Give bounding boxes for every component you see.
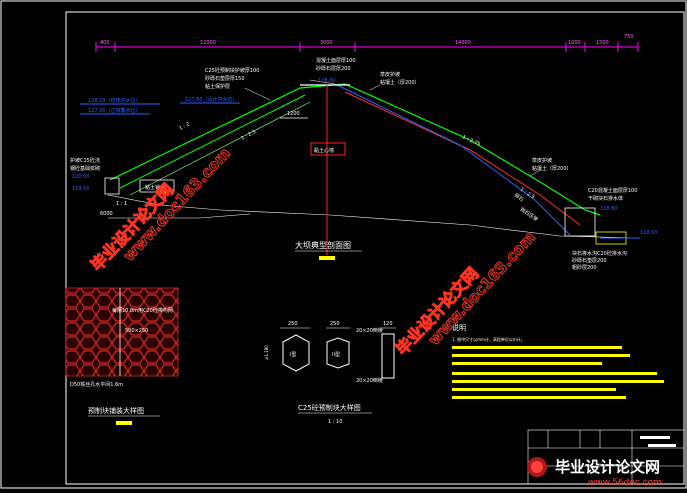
logo-url: www.56doc.com	[588, 478, 662, 488]
section-scale-bar	[319, 256, 335, 260]
notes-line-1: 1. 图中尺寸以mm计，高程单位以m计。	[452, 336, 525, 342]
block-dim-2: 250	[330, 321, 340, 327]
label-sand-layer: 砂砾石垫层厚150	[205, 75, 245, 82]
label-c25-slab: C25砼预制块护坡厚100	[205, 67, 259, 74]
hex-note-1: 每隔10.0m用C20砼带构网	[112, 307, 173, 314]
label-crest-1: 混凝土面层厚100	[316, 57, 356, 64]
site-logo: 毕业设计论文网 www.56doc.com	[527, 457, 662, 488]
label-toe-down-1: C20混凝土面层厚100	[588, 187, 637, 194]
label-slope-3: 1 : 2.75	[461, 134, 481, 147]
dim-top-4: 14000	[455, 40, 471, 46]
dim-top-5: 1000	[568, 40, 581, 46]
top-dimension-chain: 400 12000 3000 14000 1000 1500 750	[95, 34, 639, 52]
logo-text: 毕业设计论文网	[555, 458, 660, 476]
dim-top-2: 12000	[200, 40, 216, 46]
label-toe-up-2: 钢砼基础浆砌	[70, 165, 100, 172]
block-title: C25砼预制块大样图	[298, 403, 361, 412]
label-grass-a2: 粘壤土（厚200）	[380, 79, 420, 86]
dim-top-6: 1500	[596, 40, 609, 46]
block-dim-1: 250	[288, 321, 298, 327]
dam-section	[80, 79, 641, 255]
label-tailwater-elev: 118.00	[640, 230, 658, 236]
block-chamfer-1: 20×20倒棱	[356, 327, 383, 334]
label-berm-mid-1: 抛石压坡	[519, 206, 540, 223]
label-toe-up-1: 护坡C15砼浇	[70, 157, 100, 164]
label-normal-level: 127.30（正常蓄水位）	[88, 107, 141, 114]
label-toe-down-2: 干砌块石排水体	[588, 195, 623, 202]
block-scale: 1 : 10	[328, 419, 342, 425]
label-clay-block: 粘土铺盖	[145, 184, 165, 191]
notes-block: 说明 1. 图中尺寸以mm计，高程单位以m计。	[452, 323, 664, 399]
label-grass-a1: 草皮护坡	[380, 71, 400, 78]
label-crest-2: 砂砾石层厚200	[316, 65, 351, 72]
block-type-2: II型	[332, 351, 340, 358]
title-block	[527, 429, 685, 485]
dam-labels: C25砼预制块护坡厚100 砂砾石垫层厚150 粘土保护层 混凝土面层厚100 …	[70, 57, 658, 271]
label-toe-up-elev1: 120.00	[72, 174, 90, 180]
dim-top-3: 3000	[320, 40, 333, 46]
dim-top-1: 400	[100, 40, 110, 46]
label-toe-down-elev: 118.80	[600, 206, 618, 212]
label-grass-b1: 草皮护坡	[532, 157, 552, 164]
label-drain-1: 块石排水沟C20砼排水沟	[572, 250, 627, 257]
label-drain-2: 砂砾石垫层200	[572, 257, 607, 264]
label-toe-up-elev2: 119.50	[72, 186, 90, 192]
label-slope-2: 1 : 2.5	[240, 129, 257, 142]
label-flood-level: 128.20（校核洪水位）	[88, 97, 141, 104]
label-berm-width: 1200	[287, 111, 300, 117]
label-base-width: 6000	[100, 211, 113, 217]
watermark-url-1: www.doc163.com	[120, 144, 234, 265]
inner-frame	[65, 11, 685, 485]
label-soil-layer: 粘土保护层	[205, 83, 230, 90]
block-side: ≥1.180	[264, 345, 269, 360]
label-core: 黏土心墙	[314, 147, 334, 154]
label-design-level: 127.80（设计洪水位）	[185, 96, 238, 103]
block-dim-3: 120	[383, 321, 393, 327]
block-chamfer-2: 20×20倒棱	[356, 377, 383, 384]
label-slope-1: 1 : 2	[178, 121, 191, 131]
hex-title: 预制块铺装大样图	[88, 406, 144, 415]
hex-paving-detail: 每隔10.0m用C20砼带构网 500×250 D50铁丝孔水平间1.6m 预制…	[65, 287, 179, 425]
label-crest-elev: 128.30	[318, 78, 336, 84]
label-drain-3: 粗砂层200	[572, 264, 597, 271]
label-grass-b2: 粘壤土（厚200）	[532, 165, 572, 172]
hex-scale-bar	[116, 421, 132, 425]
section-title: 大坝典型剖面图	[295, 240, 351, 250]
label-berm-mid-2: 碎石	[513, 192, 525, 203]
watermark-url-2: www.doc163.com	[425, 228, 539, 349]
block-detail: 250 250 120 ≥1.180 I型 II型 20×20倒棱 20×20倒…	[264, 321, 396, 425]
hex-note-3: D50铁丝孔水平间1.6m	[70, 381, 123, 388]
dim-top-7: 750	[624, 34, 634, 40]
label-slope-5: 1 : 1	[116, 201, 127, 207]
block-type-1: I型	[290, 351, 296, 358]
hex-note-2: 500×250	[125, 328, 148, 334]
notes-title: 说明	[452, 323, 466, 332]
